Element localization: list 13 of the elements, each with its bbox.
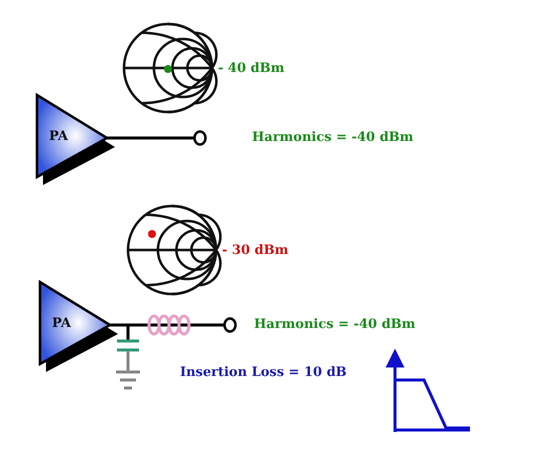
- connecting-wire: [110, 324, 224, 326]
- amplifier-triangle: [38, 280, 118, 372]
- harmonics-note: Harmonics = -40 dBm: [252, 130, 414, 145]
- power-reading: - 30 dBm: [222, 243, 288, 258]
- power-reading: - 40 dBm: [218, 61, 284, 76]
- amplifier-label: PA: [49, 129, 68, 144]
- amplifier-triangle: [35, 93, 115, 185]
- harmonics-note: Harmonics = -40 dBm: [254, 317, 416, 332]
- output-terminal: [193, 130, 207, 146]
- amplifier-label: PA: [52, 316, 71, 331]
- insertion-loss-note: Insertion Loss = 10 dB: [180, 365, 347, 380]
- output-terminal: [223, 317, 237, 333]
- connecting-wire: [107, 136, 194, 140]
